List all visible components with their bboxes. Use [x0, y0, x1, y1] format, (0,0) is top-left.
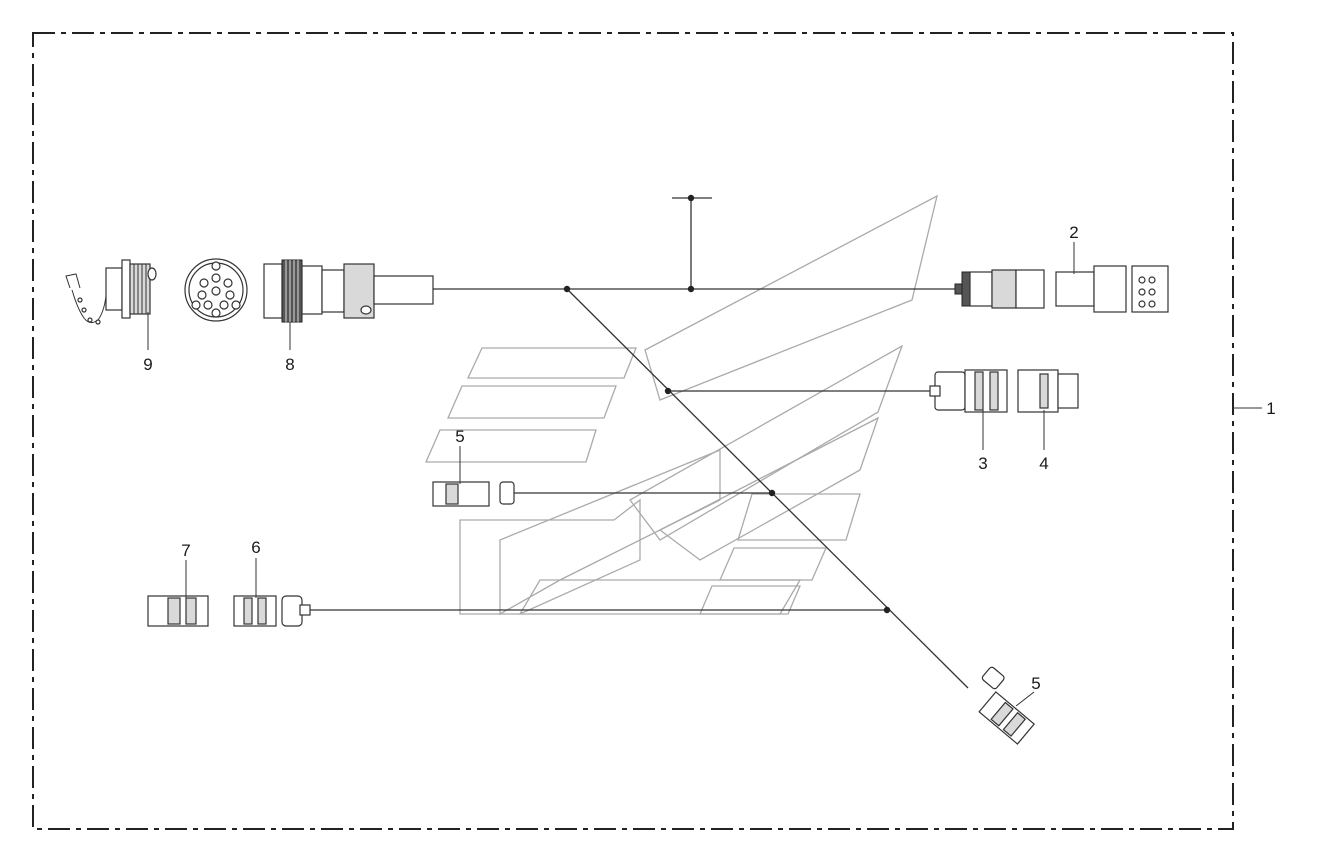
callout-6: 6: [251, 538, 260, 557]
callout-5-lower: 5: [1031, 674, 1040, 693]
connector-part-5-lower[interactable]: [964, 666, 1045, 745]
callout-7: 7: [181, 541, 190, 560]
leader-lines: [147, 242, 1262, 707]
connector-part-3[interactable]: [929, 369, 1008, 413]
callout-5-upper: 5: [455, 427, 464, 446]
rectangular-connector-part-2[interactable]: [954, 265, 1169, 313]
connector-part-7[interactable]: [147, 595, 209, 627]
watermark-logo: [425, 194, 938, 616]
callout-8: 8: [285, 355, 294, 374]
callout-2: 2: [1069, 223, 1078, 242]
connector-part-6[interactable]: [233, 595, 311, 627]
circular-connector-part-8[interactable]: [263, 259, 434, 323]
callout-9: 9: [143, 355, 152, 374]
connector-part-4[interactable]: [1017, 369, 1079, 413]
connector-part-5-upper[interactable]: [432, 481, 515, 507]
callout-4: 4: [1039, 454, 1048, 473]
callout-1: 1: [1266, 399, 1275, 418]
connector-pin-face: [184, 258, 248, 322]
kit-boundary: [32, 32, 1234, 830]
wire-harness: [306, 194, 969, 689]
connector-cap-part-9[interactable]: [65, 259, 157, 325]
callout-labels: 1 2 3 4 5 5 6 7 8 9: [143, 223, 1275, 693]
callout-3: 3: [978, 454, 987, 473]
